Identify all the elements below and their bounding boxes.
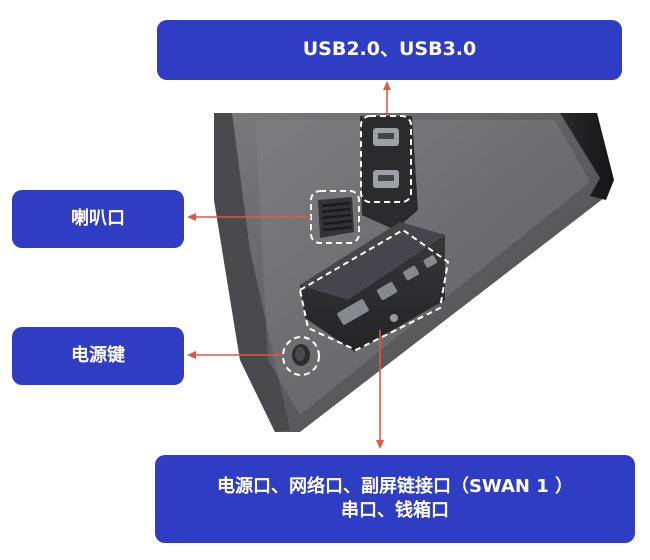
usb-label-box: USB2.0、USB3.0 [157,20,622,80]
power-button-illustration [292,344,310,366]
usb-arrowhead [383,81,391,90]
connector-port-block [300,222,445,352]
ports-label-box: 电源口、网络口、副屏链接口（SWAN 1 ） 串口、钱箱口 [155,455,635,543]
speaker-grille [318,197,354,238]
usb-port-block [360,116,418,230]
speaker-label-box: 喇叭口 [12,190,184,248]
ports-arrowhead [376,440,384,449]
speaker-label: 喇叭口 [71,207,125,229]
ports-highlight [298,228,450,352]
speaker-arrowhead [187,213,196,221]
ports-label-line1: 电源口、网络口、副屏链接口（SWAN 1 ） [216,475,574,497]
power-key-arrowhead [187,351,196,359]
callout-arrows [187,81,391,449]
usb-label: USB2.0、USB3.0 [302,38,477,61]
usb-highlight [360,115,412,203]
ports-label-line2: 串口、钱箱口 [341,500,449,521]
power-key-label: 电源键 [71,344,125,366]
power-key-label-box: 电源键 [12,327,184,385]
power-key-highlight [282,336,320,376]
